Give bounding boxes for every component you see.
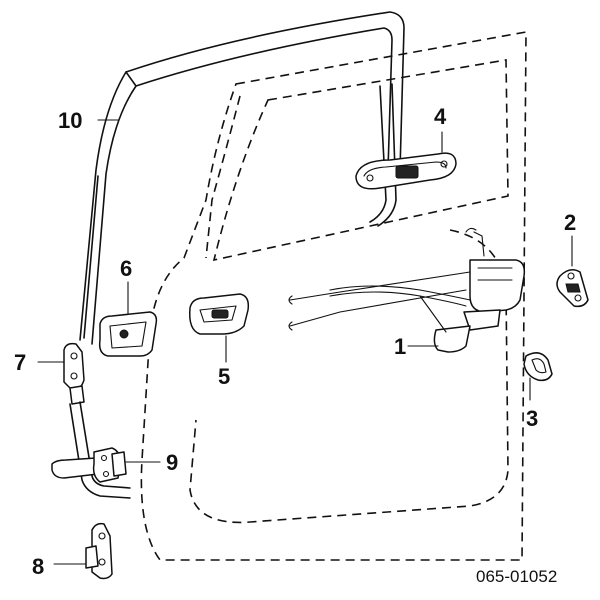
inside-handle: [188, 293, 250, 335]
door-check: [51, 447, 127, 483]
callout-8: 8: [32, 554, 44, 579]
door-lock-assembly: [288, 227, 526, 353]
handle-bezel: [98, 311, 158, 357]
callout-4: 4: [434, 104, 447, 129]
callout-10: 10: [58, 108, 82, 133]
callout-1: 1: [394, 334, 406, 359]
callout-7: 7: [14, 350, 26, 375]
weatherstrip: [79, 11, 405, 345]
window-opening: [212, 59, 509, 262]
outside-handle: [355, 152, 457, 190]
striker: [556, 269, 589, 308]
callout-2: 2: [564, 210, 576, 235]
hinge-rail: [69, 401, 131, 499]
drawing-code: 065-01052: [476, 567, 557, 586]
inner-panel-contour: [189, 229, 509, 524]
leader-lines: [37, 119, 573, 565]
callout-3: 3: [526, 406, 538, 431]
callout-5: 5: [218, 364, 230, 389]
callout-9: 9: [166, 450, 178, 475]
door-outline: [140, 31, 527, 561]
callout-6: 6: [120, 256, 132, 281]
lower-hinge: [85, 522, 113, 580]
upper-hinge: [63, 342, 85, 405]
window-run-channel: [369, 83, 397, 227]
knob-bezel: [523, 352, 553, 382]
